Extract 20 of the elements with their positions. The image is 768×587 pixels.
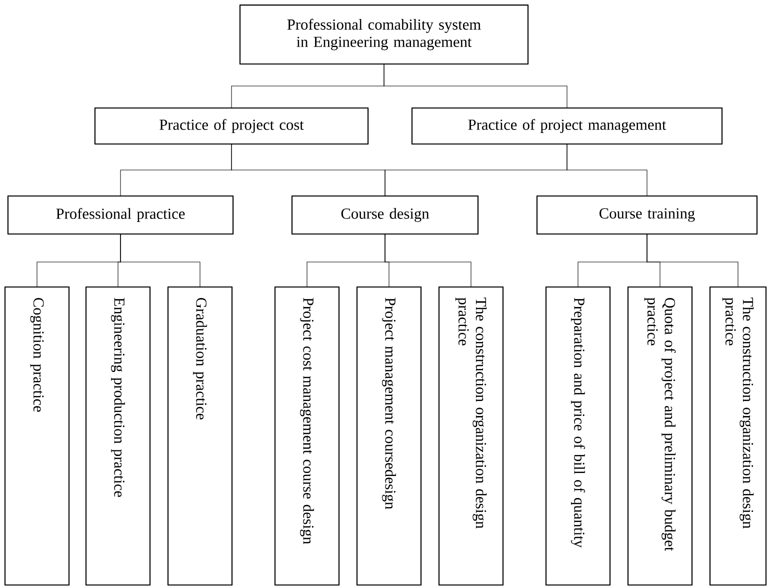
connector-line: [646, 234, 738, 287]
connector-line: [384, 144, 568, 196]
tree-box: Practice of project management: [411, 107, 723, 145]
vertical-box: Quota of project and preliminary budget practice: [627, 286, 693, 586]
tree-box: Course design: [291, 195, 479, 235]
tree-box: Professional comability system in Engineering management: [239, 4, 529, 64]
vertical-box: Graduation practice: [167, 286, 233, 586]
vertical-box: Project cost management course design: [274, 286, 340, 586]
vertical-box: Engineering production practice: [85, 286, 151, 586]
vertical-box: The construction organization design practice: [709, 286, 767, 586]
vertical-box: Cognition practice: [4, 286, 70, 586]
vertical-box: The construction organization design practice: [438, 286, 504, 586]
tree-box: Practice of project cost: [94, 107, 369, 145]
tree-box: Course training: [536, 195, 758, 235]
vertical-box: Preparation and price of bill of quantity: [545, 286, 611, 586]
connector-line: [384, 64, 568, 108]
vertical-box: Project management coursedesign: [356, 286, 422, 586]
connector-line: [120, 234, 200, 287]
tree-box: Professional practice: [7, 195, 234, 235]
connector-line: [384, 234, 472, 287]
